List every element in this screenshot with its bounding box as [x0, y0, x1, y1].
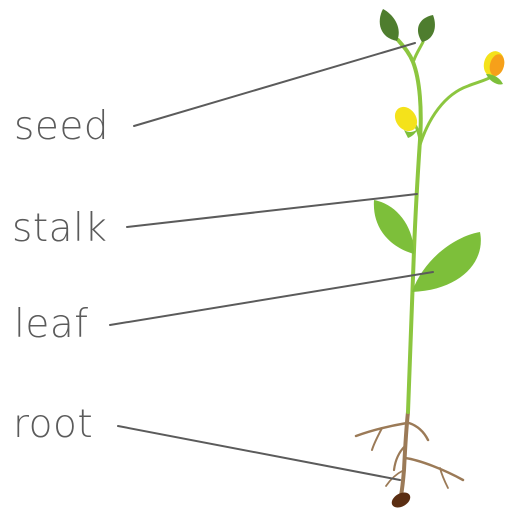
- leader-lines: [110, 43, 433, 480]
- leaf-left: [374, 200, 414, 254]
- roots: [356, 412, 463, 496]
- seed-leaves: [380, 9, 435, 42]
- label-stalk: stalk: [12, 209, 107, 248]
- leader-line-seed: [134, 43, 415, 126]
- leaf-right: [412, 232, 481, 292]
- label-leaf: leaf: [14, 305, 88, 344]
- leader-line-stalk: [127, 194, 417, 227]
- leader-line-leaf: [110, 272, 433, 325]
- label-root: root: [13, 405, 93, 444]
- label-seed: seed: [14, 107, 109, 146]
